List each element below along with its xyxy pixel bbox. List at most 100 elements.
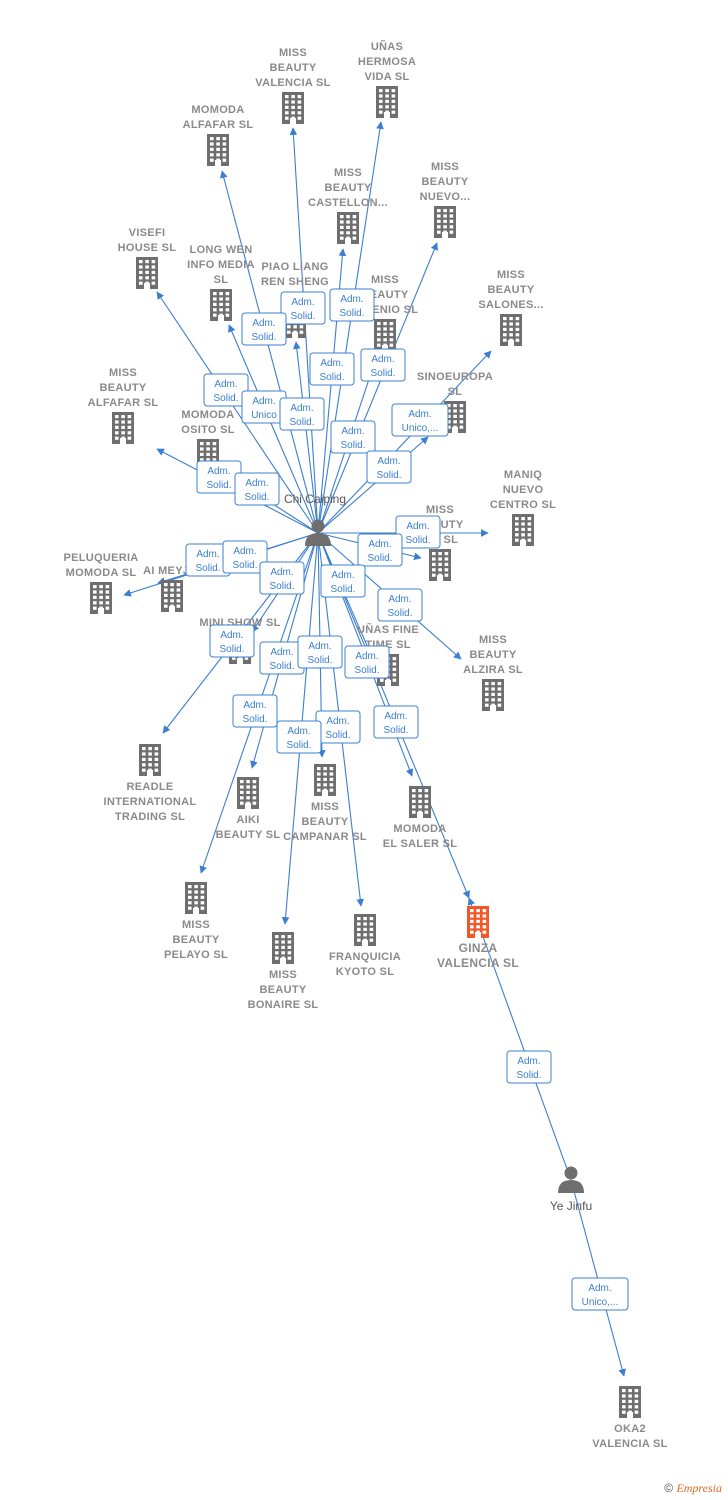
edge-label-chi-c15[interactable]: Adm.Solid. (357, 533, 403, 567)
edge-label-text: Solid. (370, 368, 395, 379)
edge-label-chi-c18[interactable]: Adm. Solid. (259, 561, 305, 595)
edge-chi-c9 (317, 350, 492, 534)
person-node-ye[interactable]: Ye Jinfu (550, 1166, 592, 1214)
edge-label-text: Adm. (270, 567, 293, 578)
edge-label-text: Adm. (371, 354, 394, 365)
c12-building-icon (444, 401, 466, 433)
company-label: READLE (126, 781, 173, 793)
company-label: CASTELLON... (308, 197, 388, 209)
company-label: FRANQUICIA (329, 951, 401, 963)
c10-building-icon (374, 319, 396, 351)
edge-label-text: Adm. (308, 641, 331, 652)
edge-label-chi-c14[interactable]: Adm.Solid. (395, 515, 441, 549)
edge-label-text: Solid. (289, 417, 314, 428)
edge-label-chi-c26[interactable]: Adm.Solid. (373, 705, 419, 739)
edge-label-chi-c12[interactable]: Adm.Solid. (366, 450, 412, 484)
edge-label-chi-c20[interactable]: Adm.Solid. (377, 588, 423, 622)
edge-label-chi-c24[interactable]: Adm. Solid. (344, 645, 390, 679)
edge-label-text: Adm. (326, 716, 349, 727)
company-label: EL SALER SL (383, 838, 458, 850)
edge-label-chi-c1[interactable]: Adm.Solid. (280, 291, 326, 325)
edge-label-text: Solid. (307, 655, 332, 666)
edge-label-text: Adm. (207, 466, 230, 477)
edge-label-chi-c11[interactable]: Adm.Solid. (196, 460, 242, 494)
edge-label-chi-c21[interactable]: Adm.Solid. (209, 624, 255, 658)
edge-label-chi-c9[interactable]: Adm.Unico,... (391, 403, 449, 437)
edge-label-text: Solid. (325, 730, 350, 741)
c25-building-icon (185, 882, 207, 914)
edge-label-text: Solid. (244, 492, 269, 503)
edge-label-text: Solid. (405, 535, 430, 546)
edge-label-text: Solid. (290, 311, 315, 322)
edge-label-chi-c17[interactable]: Adm.Solid. (222, 540, 268, 574)
company-node-c5[interactable]: MISSBEAUTYNUEVO... (420, 161, 471, 238)
edge-chi-c3 (220, 170, 319, 534)
edge-label-chi-c16[interactable]: Adm.Solid. (185, 543, 231, 577)
company-label: BEAUTY (99, 382, 146, 394)
edge-label-text: Adm. (214, 379, 237, 390)
edge-label-chi-c4[interactable]: Adm.Solid. (309, 352, 355, 386)
edge-label-chi-c13[interactable]: Adm.Solid. (234, 472, 280, 506)
edge-label-chi-c28[interactable]: Adm.Solid. (276, 720, 322, 754)
edge-label-text: Solid. (269, 581, 294, 592)
company-label: BEAUTY (469, 649, 516, 661)
edge-label-chi-c22[interactable]: Adm.Solid. (259, 641, 305, 675)
footer-brand: © Empresia (664, 1481, 722, 1496)
company-label: MANIQ (504, 469, 542, 481)
edge-label-text: Unico,... (582, 1297, 619, 1308)
edge-label-text: Solid. (354, 665, 379, 676)
company-label: HOUSE SL (118, 242, 177, 254)
edge-label-chi-c7[interactable]: Adm.Unico (241, 390, 287, 424)
company-label: GINZA (459, 941, 498, 955)
edge-label-chi-c2[interactable]: Adm.Solid. (329, 288, 375, 322)
edge-label-chi-c23[interactable]: Adm. Solid. (297, 635, 343, 669)
person-node-chi[interactable]: Chi Caiping (284, 492, 346, 546)
c26-building-icon (467, 906, 489, 938)
company-node-c4[interactable]: MISSBEAUTYCASTELLON... (308, 167, 388, 244)
edge-label-text: Adm. (287, 726, 310, 737)
edge-label-text: Adm. (355, 651, 378, 662)
edge-label-text: Adm. (196, 549, 219, 560)
c23-building-icon (314, 764, 336, 796)
edge-label-chi-c5[interactable]: Adm. Solid. (360, 348, 406, 382)
company-label: MISS (426, 504, 454, 516)
edge-label-text: Adm. (517, 1056, 540, 1067)
edge-label-chi-c19[interactable]: Adm.Solid. (320, 564, 366, 598)
company-label: BEAUTY (324, 182, 371, 194)
edge-label-chi-c25[interactable]: Adm.Solid. (232, 694, 278, 728)
edge-label-chi-c10[interactable]: Adm.Solid. (330, 420, 376, 454)
edge-label-chi-c6[interactable]: Adm.Solid. (203, 373, 249, 407)
edge-label-text: Solid. (219, 644, 244, 655)
edge-label-text: Solid. (516, 1070, 541, 1081)
edge-label-chi-c8[interactable]: Adm.Solid. (279, 397, 325, 431)
edge-label-chi-c3[interactable]: Adm.Solid. (241, 312, 287, 346)
c14-building-icon (512, 514, 534, 546)
company-label: VALENCIA SL (437, 956, 519, 970)
edge-label-text: Solid. (339, 308, 364, 319)
edge-label-ye-c29[interactable]: Adm.Unico,... (571, 1277, 629, 1311)
edge-label-chi-c27[interactable]: Adm. Solid. (315, 710, 361, 744)
edge-label-ye-c26[interactable]: Adm. Solid. (506, 1050, 552, 1084)
c9-building-icon (500, 314, 522, 346)
company-node-c9[interactable]: MISSBEAUTYSALONES... (478, 269, 543, 346)
